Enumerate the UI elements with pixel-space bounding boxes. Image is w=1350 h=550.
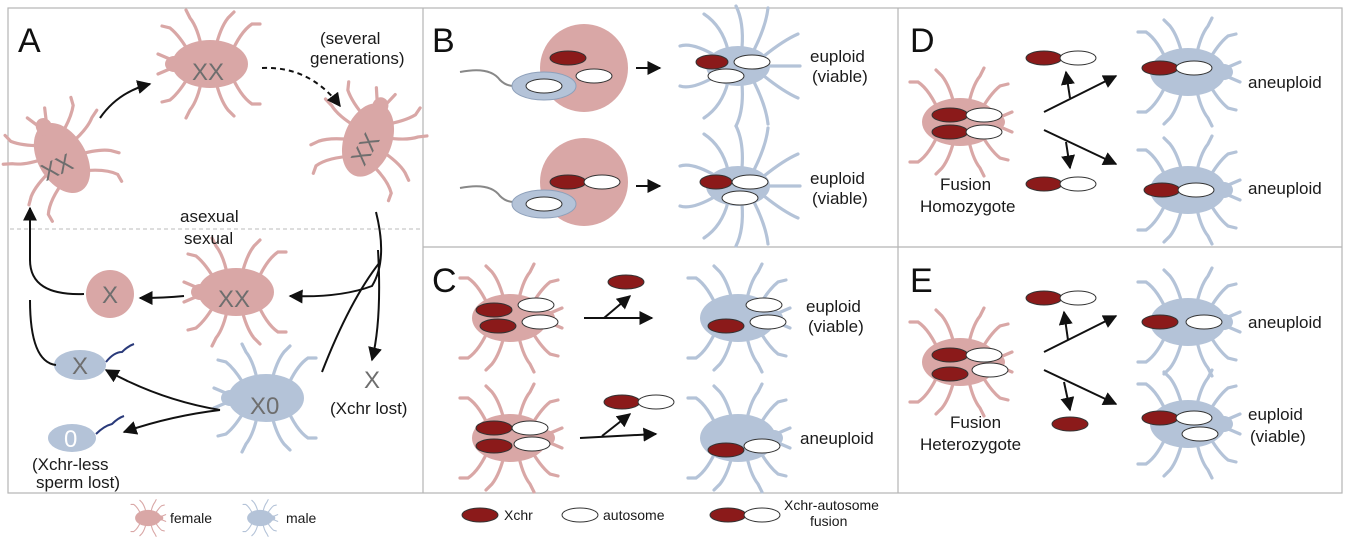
sperm-lost-line2: sperm lost) bbox=[36, 473, 120, 492]
b-row2-outcome-line1: euploid bbox=[810, 169, 865, 188]
egg bbox=[86, 270, 134, 318]
panel-c: C euploid (viable) bbox=[432, 262, 874, 494]
panel-a: A XX XX XX XX X X0 bbox=[0, 8, 439, 492]
sperm-lost-line1: (Xchr-less bbox=[32, 455, 109, 474]
asexual-label: asexual bbox=[180, 207, 239, 226]
c-row1-outcome-line2: (viable) bbox=[808, 317, 864, 336]
b-row1-chromosomes bbox=[695, 54, 771, 84]
b-row2-chromosomes bbox=[699, 174, 769, 206]
chr-label-xx-middle: XX bbox=[218, 286, 250, 313]
e-caption-line1: Fusion bbox=[950, 413, 1001, 432]
sperm-x: X bbox=[54, 343, 135, 380]
panel-label-d: D bbox=[910, 22, 935, 60]
c-row2-outcome: aneuploid bbox=[800, 429, 874, 448]
b-row1-gametes bbox=[459, 24, 628, 112]
legend-female-label: female bbox=[170, 510, 212, 526]
b-row2-gametes bbox=[459, 138, 628, 226]
chr-label-x-sperm: X bbox=[72, 353, 88, 380]
e-row1-outcome: aneuploid bbox=[1248, 313, 1322, 332]
chr-label-x0-male: X0 bbox=[250, 393, 279, 420]
d-caption-line2: Homozygote bbox=[920, 197, 1015, 216]
e-row2-outcome-line1: euploid bbox=[1248, 405, 1303, 424]
c-row1-male-chromosomes bbox=[707, 297, 787, 334]
panel-borders bbox=[7, 7, 1343, 494]
e-female-chromosomes bbox=[931, 347, 1009, 382]
d-male-bottom-chromosomes bbox=[1143, 182, 1215, 198]
several-generations-line1: (several bbox=[320, 29, 380, 48]
e-gamete-top bbox=[1025, 290, 1097, 306]
c-row2-female bbox=[458, 382, 564, 494]
b-row2-outcome-line2: (viable) bbox=[812, 189, 868, 208]
d-row1-outcome: aneuploid bbox=[1248, 73, 1322, 92]
b-row1-outcome-line1: euploid bbox=[810, 47, 865, 66]
c-row2-gamete-fusion bbox=[603, 394, 675, 410]
c-row1-outcome-line1: euploid bbox=[806, 297, 861, 316]
legend: female male Xchr autosome Xchr-autosome … bbox=[130, 497, 879, 537]
legend-male-label: male bbox=[286, 510, 317, 526]
e-row2-outcome-line2: (viable) bbox=[1250, 427, 1306, 446]
chr-label-x-egg: X bbox=[102, 282, 118, 309]
legend-autosome-icon bbox=[561, 507, 599, 523]
d-row2-outcome: aneuploid bbox=[1248, 179, 1322, 198]
d-caption-line1: Fusion bbox=[940, 175, 991, 194]
e-arrows bbox=[1043, 310, 1118, 412]
c-row1-female-chromosomes bbox=[475, 297, 559, 334]
d-female-chromosomes bbox=[931, 107, 1003, 140]
c-row2-arrows bbox=[579, 413, 658, 442]
e-female bbox=[908, 306, 1014, 418]
chr-label-zero-sperm: 0 bbox=[64, 426, 77, 453]
c-row1-arrows bbox=[584, 295, 654, 325]
legend-female-icon bbox=[130, 499, 167, 537]
chr-label-x-lost: X bbox=[364, 367, 380, 394]
e-male-top-chromosomes bbox=[1141, 314, 1223, 330]
legend-fusion-icon bbox=[709, 507, 781, 523]
legend-xchr-icon bbox=[461, 507, 499, 523]
d-arrows bbox=[1043, 70, 1118, 170]
legend-male-icon bbox=[242, 499, 279, 537]
panel-label-b: B bbox=[432, 22, 455, 60]
sexual-label: sexual bbox=[184, 229, 233, 248]
several-generations-line2: generations) bbox=[310, 49, 405, 68]
d-male-top-chromosomes bbox=[1141, 60, 1213, 76]
legend-xchr-label: Xchr bbox=[504, 507, 533, 523]
d-female bbox=[908, 66, 1014, 178]
panel-label-a: A bbox=[18, 22, 41, 60]
panel-e: E Fusion Heterozygote aneuploid bbox=[908, 262, 1322, 480]
panel-b: B euploid (viable) bbox=[432, 4, 868, 248]
sperm-zero: 0 bbox=[48, 415, 125, 453]
b-row1-outcome-line2: (viable) bbox=[812, 67, 868, 86]
c-row2-male bbox=[686, 382, 792, 494]
panel-label-e: E bbox=[910, 262, 933, 300]
legend-fusion-line2: fusion bbox=[810, 513, 847, 529]
d-gamete-top bbox=[1025, 50, 1097, 66]
c-row2-male-chromosomes bbox=[707, 438, 781, 458]
c-row2-female-chromosomes bbox=[475, 420, 551, 454]
e-caption-line2: Heterozygote bbox=[920, 435, 1021, 454]
chr-label-xx-top: XX bbox=[192, 59, 224, 86]
e-gamete-bottom-xchr bbox=[1051, 416, 1089, 432]
e-male-bottom-chromosomes bbox=[1141, 410, 1219, 442]
c-row1-gamete-xchr bbox=[607, 274, 645, 290]
d-gamete-bottom bbox=[1025, 176, 1097, 192]
panel-d: D Fusion Homozygote aneuplo bbox=[908, 16, 1322, 246]
legend-fusion-line1: Xchr-autosome bbox=[784, 497, 879, 513]
legend-autosome-label: autosome bbox=[603, 507, 665, 523]
panel-label-c: C bbox=[432, 262, 457, 300]
xchr-lost-label: (Xchr lost) bbox=[330, 399, 407, 418]
panel-a-arrows bbox=[23, 66, 383, 435]
